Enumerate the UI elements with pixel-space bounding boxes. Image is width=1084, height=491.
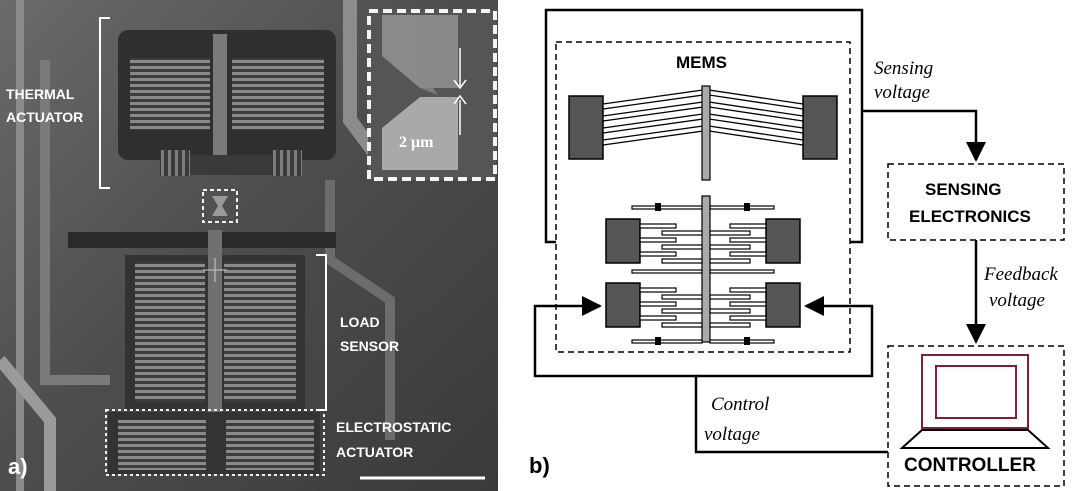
comb-anchor-right-2 — [765, 282, 801, 328]
sensing-voltage-label-1: Sensing — [874, 58, 933, 79]
specimen-inset: 2 μm — [367, 9, 497, 181]
feedback-voltage-label-2: voltage — [989, 290, 1045, 311]
sensing-electronics-label-1: SENSING — [925, 180, 1002, 199]
schematic: MEMS — [529, 8, 1065, 487]
panel-a-label: a) — [8, 454, 28, 479]
specimen-highlight-box — [202, 189, 238, 223]
thermal-actuator-shuttle — [213, 34, 227, 164]
laptop-icon — [899, 354, 1051, 449]
spring-anchors — [655, 203, 750, 345]
comb-anchor-left-2 — [605, 282, 641, 328]
sensing-electronics-box — [887, 163, 1065, 241]
sensing-electronics-label-2: ELECTRONICS — [909, 207, 1031, 226]
thermal-actuator-beams-right — [232, 58, 324, 130]
control-voltage-wire-left — [533, 296, 888, 454]
sensing-voltage-label-2: voltage — [874, 82, 930, 103]
inset-specimen-top-right — [420, 15, 458, 88]
comb-anchor-right-1 — [765, 218, 801, 264]
sem-frame-line — [325, 180, 395, 440]
specimen — [212, 196, 228, 216]
comb-fingers — [631, 205, 775, 344]
feedback-voltage-label-1: Feedback — [983, 264, 1058, 285]
thermal-actuator-fingers-right — [272, 150, 302, 176]
load-sensor-shuttle — [208, 230, 222, 420]
controller-label: CONTROLLER — [904, 455, 1036, 476]
mems-anchor-left-top — [568, 95, 604, 160]
sem-frame-line — [0, 356, 56, 491]
electrostatic-fingers-left — [118, 420, 206, 470]
control-voltage-label-1: Control — [711, 394, 769, 415]
electro-label-1: ELECTROSTATIC — [336, 419, 451, 435]
inset-dim-arrow — [453, 79, 467, 90]
mems-label: MEMS — [676, 53, 727, 72]
thermal-bracket — [99, 17, 110, 189]
comb-anchor-left-1 — [605, 218, 641, 264]
mems-anchor-right-top — [802, 95, 838, 160]
control-voltage-wire-right — [696, 296, 874, 378]
inset-specimen-bottom — [382, 97, 458, 170]
electrostatic-fingers-right — [226, 420, 314, 470]
load-sensor-fingers-left — [135, 262, 205, 402]
thermal-shuttle — [701, 85, 711, 181]
inset-scale-label: 2 μm — [399, 134, 434, 151]
load-sensor-fingers-right — [224, 262, 296, 402]
thermal-actuator-base — [180, 155, 290, 175]
sem-frame-line — [40, 60, 110, 385]
load-label-1: LOAD — [340, 314, 380, 330]
sensing-voltage-wire — [862, 109, 986, 162]
load-label-2: SENSOR — [340, 338, 399, 354]
sensor-shuttle — [701, 195, 711, 343]
inset-specimen-top-face — [382, 15, 420, 88]
inset-frame — [367, 9, 497, 181]
thermal-label-2: ACTUATOR — [6, 109, 83, 125]
thermal-actuator-fingers-left — [160, 150, 190, 176]
panel-b-label: b) — [529, 453, 550, 478]
inset-dim-arrow — [453, 94, 467, 105]
load-bracket — [316, 254, 327, 411]
control-voltage-label-2: voltage — [704, 424, 760, 445]
electrostatic-highlight-box — [105, 409, 325, 476]
load-sensor-top-bar — [68, 232, 336, 248]
thermal-actuator-beams-left — [130, 58, 210, 130]
sem-image: THERMAL ACTUATOR LOAD SENSOR ELECTROSTAT… — [0, 0, 498, 491]
thermal-label-1: THERMAL — [6, 86, 75, 102]
electro-label-2: ACTUATOR — [336, 444, 413, 460]
